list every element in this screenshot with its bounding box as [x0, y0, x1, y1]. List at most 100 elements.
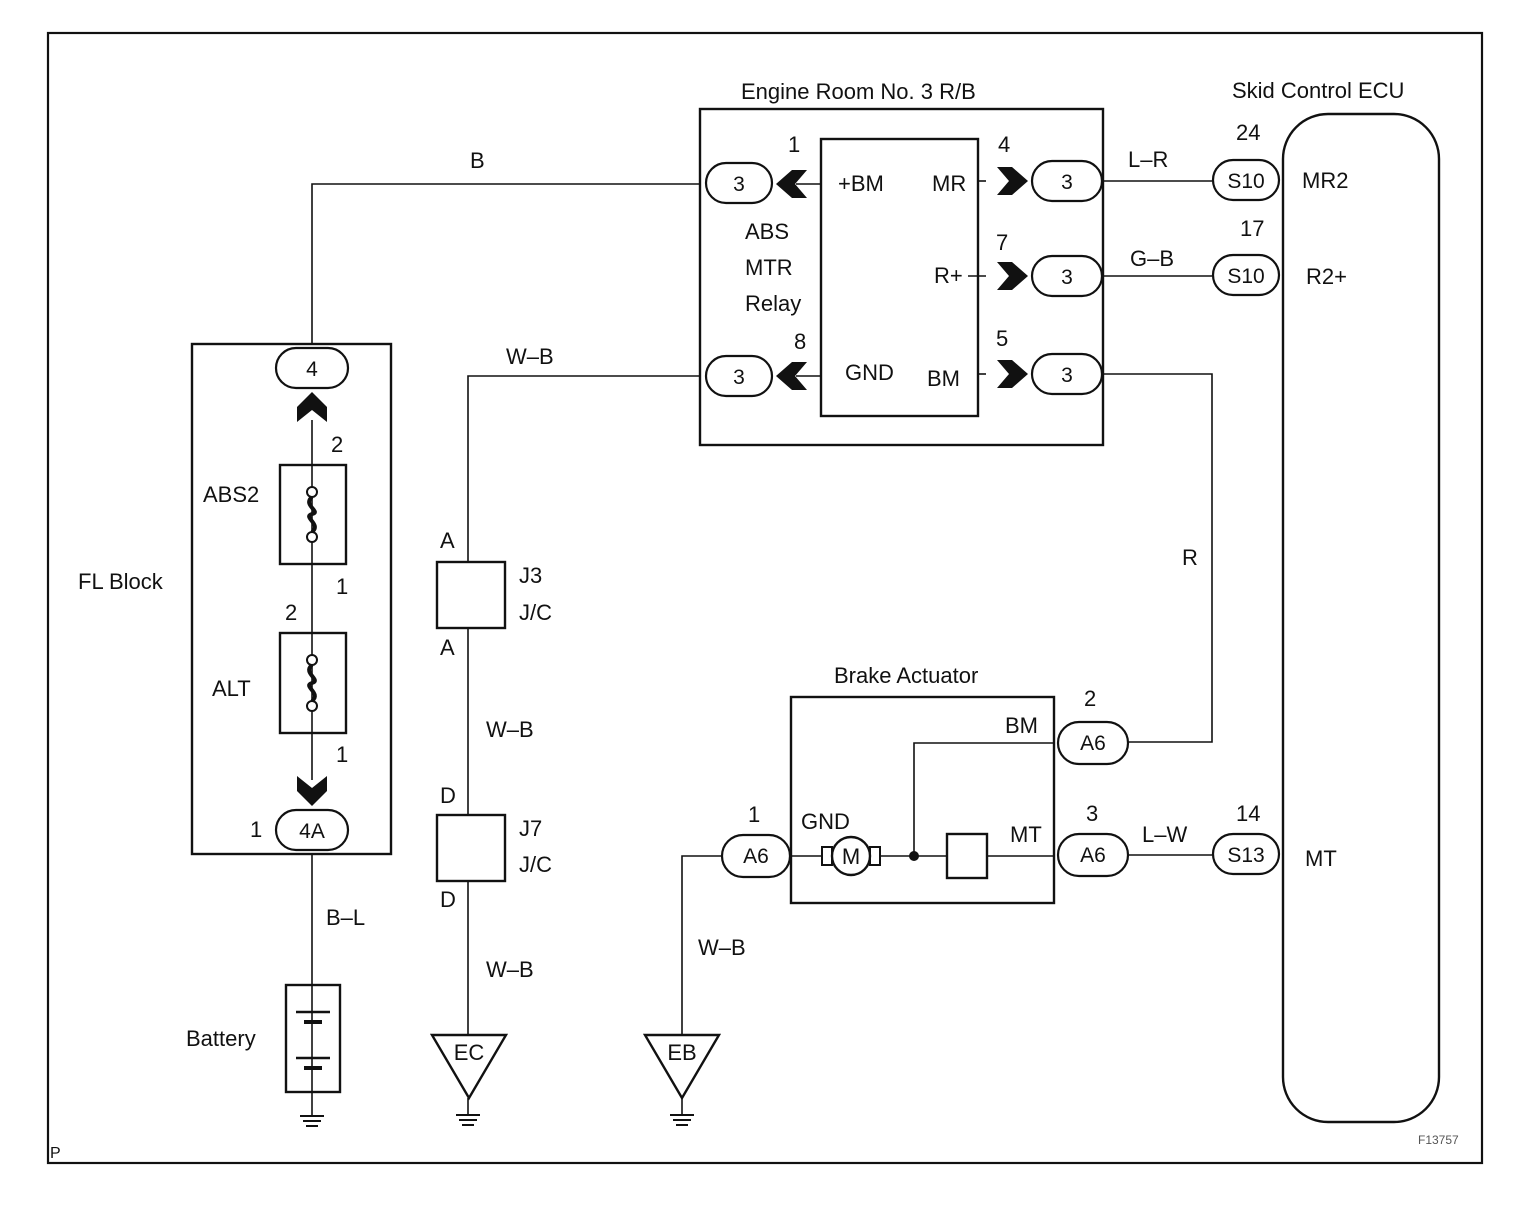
relay-terminal-bm: BM: [927, 366, 960, 391]
wire-label-r: R: [1182, 545, 1198, 570]
fuse-abs2-term-bottom: [306, 531, 318, 543]
ecu-connector-s13-mt-label: S13: [1227, 844, 1264, 867]
relay-connector-8-label: 3: [733, 366, 745, 389]
battery-outline: [284, 983, 342, 1094]
junction-j3-pin-bottom: A: [440, 635, 455, 660]
relay-connector-4: [1030, 159, 1104, 203]
relay-inner-box: [819, 137, 980, 418]
arrow-pin-7: [997, 262, 1028, 290]
brake-actuator-title: Brake Actuator: [834, 663, 978, 688]
engine-room-relay-block: Engine Room No. 3 R/B 3 3 3 3 3 1 8 4 7: [698, 79, 1105, 447]
wire-label-wb-mid: W–B: [486, 717, 534, 742]
relay-pin-8: 8: [794, 329, 806, 354]
wire-wb-actuator-eb: [681, 855, 722, 1035]
fuse-alt-pin-bottom: 1: [336, 742, 348, 767]
fl-bottom-pin: 1: [250, 817, 262, 842]
junction-j3-name: J3: [519, 563, 542, 588]
actuator-pin-1: 1: [748, 802, 760, 827]
relay-label-mtr: MTR: [745, 255, 793, 280]
ecu-connector-s10-mr2: [1211, 158, 1281, 202]
brake-actuator-outline: [789, 695, 1056, 905]
ground-ec-triangle: [429, 1033, 509, 1101]
fuse-abs2-pin-bottom: 1: [336, 574, 348, 599]
actuator-connector-mt: [1056, 832, 1130, 878]
wire-label-lw: L–W: [1142, 822, 1187, 847]
relay-connector-7: [1030, 254, 1104, 298]
relay-connector-1-label: 3: [733, 173, 745, 196]
wire-label-wb-low: W–B: [486, 957, 534, 982]
actuator-connector-bm: [1056, 720, 1130, 766]
skid-control-ecu: Skid Control ECU S10 24 MR2 S10 17 R2+ S…: [1211, 78, 1441, 1124]
ecu-terminal-mr2: MR2: [1302, 168, 1348, 193]
junction-j7-pin-bottom: D: [440, 887, 456, 912]
motor-brush-left: [821, 846, 833, 866]
relay-terminal-gnd: GND: [845, 360, 894, 385]
brake-actuator: Brake Actuator M BM GND MT A6 2 A6 3 A6 …: [720, 663, 1130, 905]
fuse-alt-element: [307, 663, 317, 703]
ground-eb-triangle: [642, 1033, 722, 1101]
ecu-terminal-r2plus: R2+: [1306, 264, 1347, 289]
ecu-connector-s10-r2plus: [1211, 253, 1281, 297]
wire-b: [311, 183, 706, 345]
arrow-pin-8: [776, 362, 807, 390]
actuator-terminal-bm: BM: [1005, 713, 1038, 738]
ecu-terminal-mt: MT: [1305, 846, 1337, 871]
arrow-pin-4: [997, 167, 1028, 195]
ecu-pin-14: 14: [1236, 801, 1260, 826]
relay-connector-5: [1030, 352, 1104, 396]
ground-eb: EB: [642, 1033, 722, 1126]
relay-label-abs: ABS: [745, 219, 789, 244]
relay-terminal-r-plus: R+: [934, 263, 963, 288]
fl-connector-4: [274, 346, 350, 390]
corner-mark: P: [50, 1145, 61, 1162]
ground-eb-label: EB: [667, 1040, 696, 1065]
ground-ec-label: EC: [454, 1040, 485, 1065]
wire-label-wb-eb: W–B: [698, 935, 746, 960]
arrow-fl-top: [297, 392, 327, 422]
actuator-junction-dot: [909, 851, 919, 861]
wire-label-gb: G–B: [1130, 246, 1174, 271]
actuator-connector-gnd: [720, 833, 792, 879]
actuator-switch-box: [945, 832, 989, 880]
wire-label-wb-top: W–B: [506, 344, 554, 369]
ecu-connector-s10-mr2-label: S10: [1227, 170, 1264, 193]
actuator-pin-2: 2: [1084, 686, 1096, 711]
ecu-pin-17: 17: [1240, 216, 1264, 241]
fuse-alt-pin-top: 2: [285, 600, 297, 625]
engine-room-title: Engine Room No. 3 R/B: [741, 79, 976, 104]
junction-j7-box: [435, 813, 507, 883]
actuator-terminal-mt: MT: [1010, 822, 1042, 847]
arrow-pin-1: [776, 170, 807, 198]
actuator-bm-lead: [913, 742, 1054, 856]
fl-block-outline: [190, 342, 393, 856]
arrow-fl-bottom: [297, 776, 327, 806]
wire-label-bl: B–L: [326, 905, 365, 930]
fl-block: FL Block 4 4A 1 ABS2 2 1 ALT 2 1: [78, 342, 393, 856]
relay-terminal-mr: MR: [932, 171, 966, 196]
motor-icon: [830, 835, 872, 877]
fl-connector-4-label: 4: [306, 358, 318, 381]
relay-connector-1: [704, 161, 774, 205]
actuator-terminal-gnd: GND: [801, 809, 850, 834]
fuse-abs2-pin-top: 2: [331, 432, 343, 457]
wire-label-b: B: [470, 148, 485, 173]
junction-j3-box: [435, 560, 507, 630]
actuator-connector-bm-label: A6: [1080, 732, 1106, 755]
actuator-pin-3: 3: [1086, 801, 1098, 826]
battery-label: Battery: [186, 1026, 256, 1051]
actuator-connector-gnd-label: A6: [743, 845, 769, 868]
ground-ec: EC: [429, 1033, 509, 1126]
relay-pin-7: 7: [996, 230, 1008, 255]
fuse-abs2-term-top: [306, 486, 318, 498]
ecu-connector-s10-r2plus-label: S10: [1227, 265, 1264, 288]
fuse-alt-term-bottom: [306, 700, 318, 712]
relay-terminal-plus-bm: +BM: [838, 171, 884, 196]
wire-r: [1102, 373, 1213, 743]
relay-connector-7-label: 3: [1061, 266, 1073, 289]
relay-pin-4: 4: [998, 132, 1010, 157]
relay-pin-5: 5: [996, 326, 1008, 351]
relay-label-relay: Relay: [745, 291, 801, 316]
figure-id: F13757: [1418, 1133, 1459, 1147]
relay-connector-4-label: 3: [1061, 171, 1073, 194]
